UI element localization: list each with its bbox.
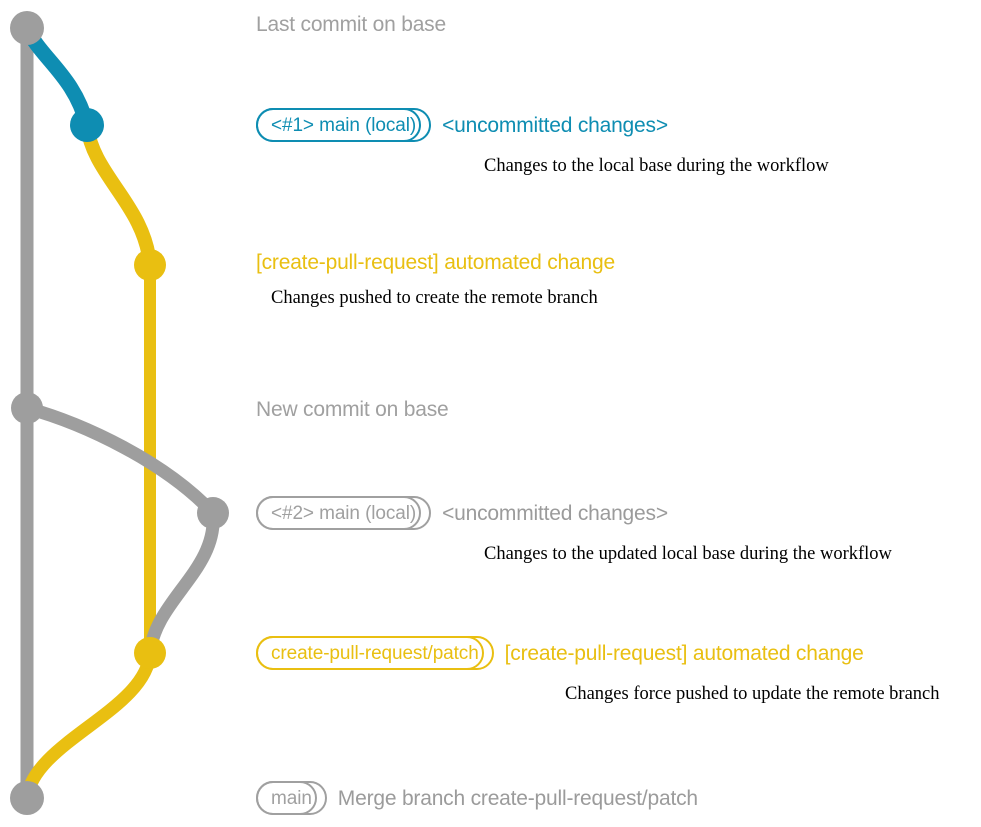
commit-message-local-2: <uncommitted changes> [442, 501, 668, 525]
annotation-local-commit-1: <#1> main (local) <uncommitted changes> … [256, 108, 829, 176]
new-commit-on-base-label: New commit on base [256, 398, 449, 421]
remote-commit-2-node[interactable] [134, 637, 166, 669]
local-branch-edge-2 [20, 401, 220, 520]
local-to-remote-edge-2 [143, 506, 220, 660]
commit-message-remote-1: [create-pull-request] automated change [256, 251, 615, 274]
branch-pill-main-local-2[interactable]: <#2> main (local) [256, 496, 432, 530]
branch-pill-main[interactable]: main [256, 781, 327, 815]
annotation-remote-commit-1: [create-pull-request] automated change C… [256, 252, 615, 308]
annotation-headline-row: New commit on base [256, 398, 449, 421]
remote-commit-1-node[interactable] [134, 249, 166, 281]
commit-description-local-1: Changes to the local base during the wor… [484, 156, 829, 176]
annotation-headline-row: <#1> main (local) <uncommitted changes> [256, 108, 668, 142]
annotation-headline-row: Last commit on base [256, 14, 446, 35]
local-commit-2-node[interactable] [197, 497, 229, 529]
annotation-headline-row: <#2> main (local) <uncommitted changes> [256, 496, 668, 530]
annotation-headline-row: [create-pull-request] automated change [256, 252, 615, 273]
commit-message-merge: Merge branch create-pull-request/patch [337, 786, 698, 810]
annotation-last-commit-on-base: Last commit on base [256, 14, 446, 35]
commit-message-remote-2: [create-pull-request] automated change [504, 641, 864, 665]
branch-pill-main-local-1[interactable]: <#1> main (local) [256, 108, 432, 142]
commit-message-local-1: <uncommitted changes> [442, 113, 668, 137]
annotation-new-commit-on-base: New commit on base [256, 398, 449, 421]
base-head-commit-node[interactable] [10, 11, 44, 45]
remote-merge-edge [20, 646, 157, 805]
commit-description-remote-1: Changes pushed to create the remote bran… [271, 288, 598, 308]
merge-commit-node[interactable] [10, 781, 44, 815]
annotation-remote-commit-2: create-pull-request/patch [create-pull-r… [256, 636, 940, 704]
annotation-headline-row: main Merge branch create-pull-request/pa… [256, 781, 698, 815]
remote-branch-edge-1 [80, 118, 157, 272]
last-commit-on-base-label: Last commit on base [256, 13, 446, 36]
branch-pill-create-pull-request-patch[interactable]: create-pull-request/patch [256, 636, 494, 670]
annotation-merge-commit: main Merge branch create-pull-request/pa… [256, 781, 698, 815]
annotation-local-commit-2: <#2> main (local) <uncommitted changes> … [256, 496, 892, 564]
commit-description-remote-2: Changes force pushed to update the remot… [565, 684, 940, 704]
commit-description-local-2: Changes to the updated local base during… [484, 544, 892, 564]
local-commit-1-node[interactable] [70, 108, 104, 142]
new-base-commit-node[interactable] [11, 392, 43, 424]
annotation-headline-row: create-pull-request/patch [create-pull-r… [256, 636, 864, 670]
